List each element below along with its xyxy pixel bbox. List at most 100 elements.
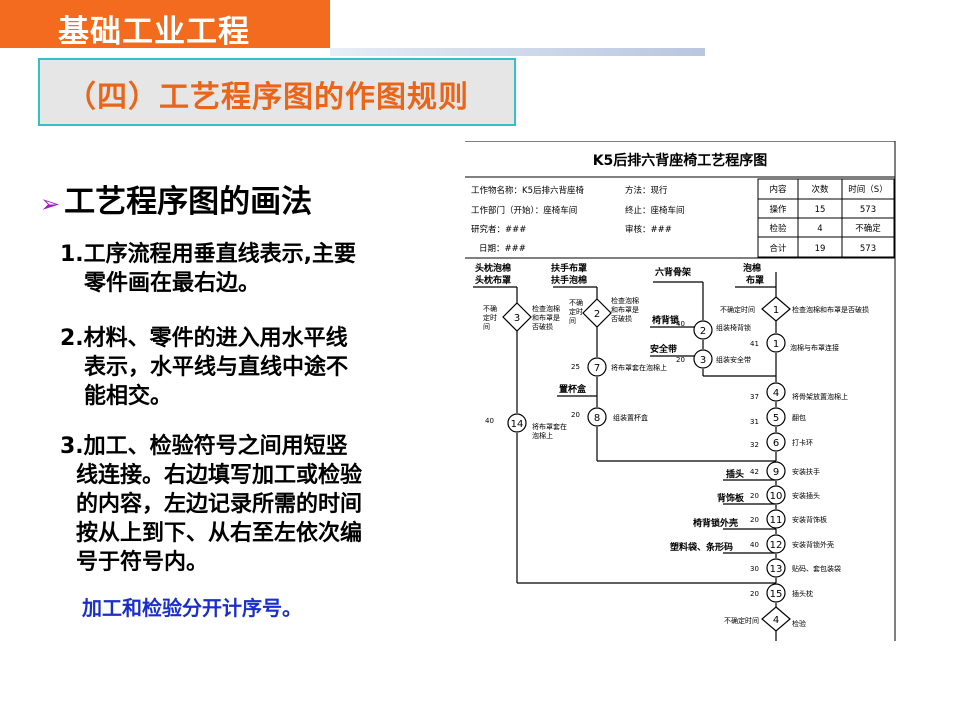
header-bar: 基础工业工程	[0, 0, 330, 50]
symbol-number: 4	[773, 615, 779, 626]
part-label: 头枕泡棉	[475, 262, 511, 274]
rule-2-line-2: 表示，水平线与直线中途不	[84, 355, 349, 380]
process-chart-figure: K5后排六背座椅工艺程序图 工作物名称：K5后排六背座椅 方法：现行 工作部门（…	[465, 141, 896, 641]
undetermined-short: 定时	[483, 313, 497, 322]
op-time: 37	[750, 393, 759, 401]
rule-2-line-1: 2.材料、零件的进入用水平线	[60, 326, 348, 351]
op-time: 20	[676, 356, 685, 364]
op-label: 插头枕	[792, 589, 813, 598]
summary-cell: 4	[817, 224, 822, 234]
symbol-number: 4	[773, 388, 779, 399]
info-date: 日期：###	[479, 244, 526, 254]
part-label: 头枕布罩	[475, 274, 511, 286]
summary-cell: 不确定	[855, 223, 881, 234]
op-label: 安装背锁外壳	[792, 540, 834, 549]
header-stripe	[330, 48, 705, 56]
op-time: 20	[750, 492, 759, 500]
bullet-arrow-icon: ➢	[40, 190, 61, 218]
rule-1: 1.工序流程用垂直线表示,主要 零件画在最右边。	[60, 240, 356, 298]
rule-3-line-1: 3.加工、检验符号之间用短竖	[60, 434, 348, 459]
inspection-symbol-3	[502, 302, 532, 332]
operation-symbol	[766, 583, 786, 603]
summary-cell: 检验	[769, 223, 787, 234]
section-heading: ➢工艺程序图的画法	[40, 176, 312, 221]
operation-symbol	[766, 485, 786, 505]
op-label: 组装安全带	[716, 355, 751, 364]
chart-title: K5后排六背座椅工艺程序图	[593, 152, 768, 169]
op-time: 32	[750, 441, 759, 449]
symbol-number: 6	[773, 438, 779, 449]
operation-symbol	[693, 349, 713, 369]
symbol-number: 15	[770, 589, 783, 600]
rule-3-line-2: 线连接。右边填写加工或检验	[76, 463, 363, 488]
op-time: 31	[750, 418, 759, 426]
undetermined-time-label: 不确定时间	[724, 616, 759, 625]
operation-symbol	[766, 407, 786, 427]
part-label: 背饰板	[717, 492, 745, 504]
op-label: 安装背饰板	[792, 515, 827, 524]
rule-1-line-2: 零件画在最右边。	[84, 271, 261, 296]
op-label: 和布罩是	[532, 313, 560, 322]
symbol-number: 11	[770, 515, 783, 526]
summary-cell: 573	[860, 244, 876, 254]
info-researcher: 研究者：###	[471, 224, 526, 235]
summary-cell: 合计	[769, 243, 787, 254]
operation-symbol	[587, 407, 607, 427]
op-label: 打卡环	[792, 438, 813, 447]
undetermined-time-label: 不确定时间	[720, 305, 755, 314]
undetermined-short: 不确	[569, 298, 583, 307]
summary-header-content: 内容	[769, 184, 787, 195]
op-label: 贴码、套包装袋	[792, 564, 841, 573]
op-label: 将布罩套在泡棉上	[611, 363, 667, 372]
op-time: 42	[750, 468, 759, 476]
undetermined-short: 间	[569, 317, 576, 325]
op-label: 泡棉与布罩连接	[790, 343, 839, 352]
info-method: 方法：现行	[625, 185, 668, 196]
subtitle-box: （四）工艺程序图的作图规则	[38, 58, 516, 126]
op-time: 41	[750, 340, 759, 348]
op-label: 将骨架放置泡棉上	[792, 392, 848, 401]
op-time: 25	[571, 363, 580, 371]
part-label: 椅背锁	[652, 314, 679, 326]
rule-3-line-3: 的内容，左边记录所需的时间	[76, 492, 363, 517]
header-title: 基础工业工程	[58, 14, 250, 50]
op-time: 40	[750, 541, 759, 549]
operation-symbol	[766, 509, 786, 529]
symbol-number: 14	[511, 419, 524, 430]
part-label: 六背骨架	[655, 266, 691, 278]
op-time: 20	[750, 590, 759, 598]
op-label: 检查泡棉	[611, 296, 639, 305]
summary-cell: 15	[815, 205, 826, 215]
rule-1-line-1: 1.工序流程用垂直线表示,主要	[60, 242, 357, 267]
part-label: 椅背锁外壳	[693, 517, 738, 529]
rule-3-line-5: 号于符号内。	[76, 550, 209, 575]
summary-cell: 操作	[769, 204, 787, 215]
op-label: 泡棉上	[532, 431, 553, 440]
symbol-number: 2	[594, 309, 600, 320]
inspection-symbol-2	[582, 298, 612, 328]
undetermined-short: 不确	[483, 304, 497, 313]
summary-header-count: 次数	[811, 184, 829, 195]
op-time: 40	[485, 417, 494, 425]
operation-symbol	[766, 558, 786, 578]
symbol-number: 10	[770, 491, 783, 502]
operation-symbol	[766, 432, 786, 452]
op-time: 40	[676, 320, 685, 328]
summary-cell: 19	[815, 244, 826, 254]
rule-3: 3.加工、检验符号之间用短竖 线连接。右边填写加工或检验 的内容，左边记录所需的…	[60, 432, 362, 577]
operation-symbol	[766, 461, 786, 481]
op-time: 30	[750, 565, 759, 573]
undetermined-short: 间	[483, 323, 490, 331]
section-heading-text: 工艺程序图的画法	[64, 184, 313, 220]
symbol-number: 1	[773, 339, 779, 350]
rule-3-line-4: 按从上到下、从右至左依次编	[76, 521, 363, 546]
part-label: 泡棉	[743, 262, 761, 274]
symbol-number: 13	[770, 564, 783, 575]
op-label: 将布罩套在	[532, 422, 567, 431]
op-label: 否破损	[532, 322, 553, 331]
symbol-number: 5	[773, 413, 779, 424]
symbol-number: 9	[773, 467, 779, 478]
part-label: 布罩	[745, 274, 764, 286]
operation-symbol	[587, 357, 607, 377]
symbol-number: 3	[700, 355, 706, 366]
